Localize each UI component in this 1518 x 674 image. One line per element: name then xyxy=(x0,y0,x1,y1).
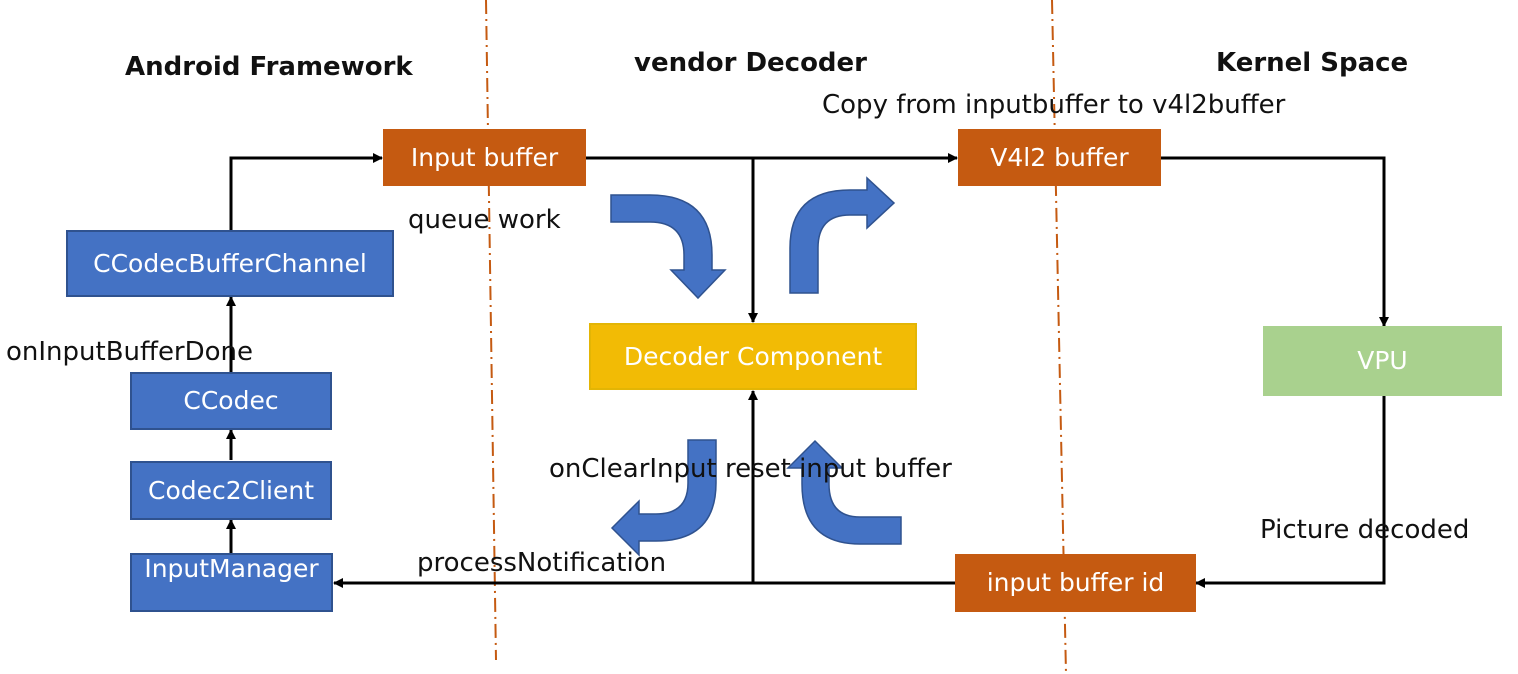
input-buffer-box: Input buffer xyxy=(383,129,586,186)
curved-arrow-queue-work xyxy=(610,194,727,300)
vpu-box: VPU xyxy=(1263,326,1502,396)
queue-work-label: queue work xyxy=(408,205,561,235)
header-vendor-decoder: vendor Decoder xyxy=(634,48,867,78)
picture-decoded-label: Picture decoded xyxy=(1260,515,1470,545)
header-kernel-space: Kernel Space xyxy=(1216,48,1409,78)
v4l2-buffer-box: V4l2 buffer xyxy=(958,129,1161,186)
divider-left xyxy=(485,0,497,661)
header-android-framework: Android Framework xyxy=(125,52,413,82)
process-notification-label: processNotification xyxy=(417,548,667,578)
input-manager-box: InputManager xyxy=(130,553,333,612)
ccodec-buffer-channel-box: CCodecBufferChannel xyxy=(66,230,394,297)
curved-arrow-to-v4l2 xyxy=(789,176,896,294)
on-input-buffer-done-label: onInputBufferDone xyxy=(6,337,254,367)
codec2client-box: Codec2Client xyxy=(130,461,332,520)
decoder-component-box: Decoder Component xyxy=(589,323,917,390)
ccodec-box: CCodec xyxy=(130,372,332,430)
curved-arrow-reset xyxy=(786,439,902,545)
input-buffer-id-box: input buffer id xyxy=(955,554,1196,612)
connector-vpu-to-input-buffer-id xyxy=(1195,396,1386,588)
connector-channel-to-input-buffer xyxy=(229,153,383,230)
curved-arrow-clear-input xyxy=(610,439,717,557)
divider-right xyxy=(1051,0,1067,674)
copy-label: Copy from inputbuffer to v4l2buffer xyxy=(822,90,1286,120)
on-clear-input-label: onClearInput reset input buffer xyxy=(549,454,952,484)
connector-v4l2-to-vpu xyxy=(1161,156,1389,327)
